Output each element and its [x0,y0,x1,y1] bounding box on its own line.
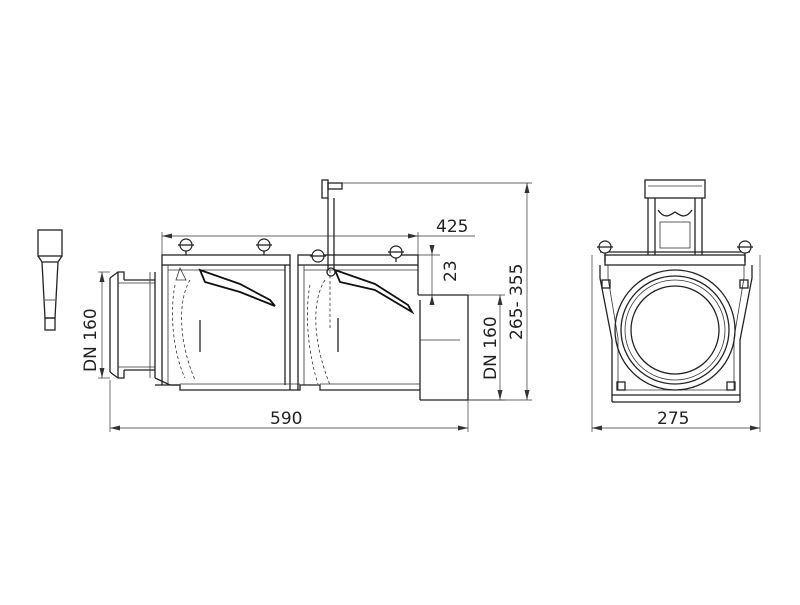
handwheel-icon [737,240,753,262]
side-view [109,179,469,401]
overall-length-label: 590 [270,409,302,429]
width-label: 275 [657,409,689,429]
handwheel-icon [310,249,326,263]
front-view [597,179,753,403]
handwheel-icon [388,245,404,262]
outlet-offset-label: 425 [436,217,468,237]
width-dimension [591,255,761,432]
handwheel-icon [597,240,613,262]
handwheel-icon [256,238,272,255]
inlet-diameter-label: DN 160 [81,308,101,372]
operating-key-icon [37,229,63,331]
handwheel-icon [178,238,194,255]
dimension-lines [98,182,532,432]
outlet-diameter-label: DN 160 [481,316,501,380]
height-step-label: 23 [441,260,461,282]
height-range-label: 265- 355 [507,264,527,340]
